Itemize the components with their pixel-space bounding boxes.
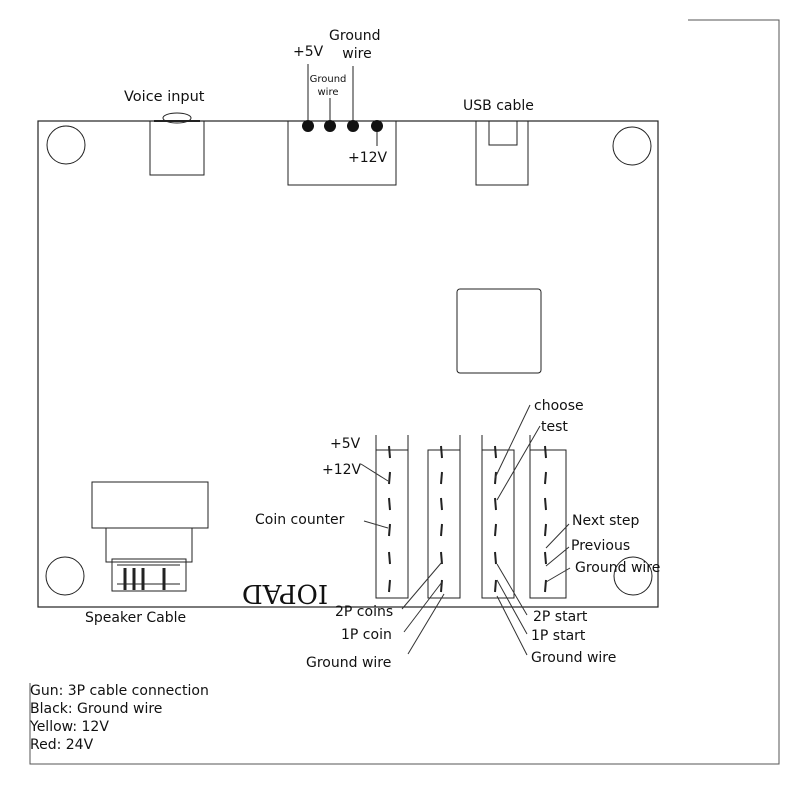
legend-line-yellow: Yellow: 12V (30, 719, 109, 735)
ground-wire-top-word-1: Ground (329, 28, 381, 44)
mounting-hole-top-right (612, 126, 652, 166)
outer-frame (29, 19, 780, 765)
test-label: test (541, 419, 568, 435)
ground-wire-left-label: Ground wire (306, 655, 391, 671)
usb-cable-label: USB cable (463, 98, 534, 114)
choose-label: choose (534, 398, 584, 414)
wiring-legend: Gun: 3P cable connection Black: Ground w… (30, 682, 209, 754)
p2-start-label: 2P start (533, 609, 588, 625)
ground-wire-small-label: Ground wire (310, 74, 347, 98)
legend-line-gun: Gun: 3P cable connection (30, 683, 209, 699)
power-connector (287, 64, 397, 186)
legend-line-red: Red: 24V (30, 737, 94, 753)
main-chip (456, 288, 542, 374)
coin-counter-label: Coin counter (255, 512, 345, 528)
leader-lines (360, 404, 571, 656)
p2-coins-label: 2P coins (335, 604, 393, 620)
ground-wire-top-label: Ground wire (329, 28, 385, 62)
plus5v-label: +5V (330, 436, 361, 452)
voice-input-jack (149, 112, 205, 176)
mounting-hole-bottom-left (45, 556, 85, 596)
p1-coin-label: 1P coin (341, 627, 392, 643)
usb-connector (475, 120, 529, 186)
terminal-block-3 (481, 435, 515, 599)
speaker-cable-label: Speaker Cable (85, 610, 186, 626)
legend-line-black: Black: Ground wire (30, 701, 163, 717)
plus12v-top-label: +12V (348, 150, 388, 166)
terminal-block-1 (375, 435, 409, 599)
voice-input-label: Voice input (124, 89, 205, 105)
ground-wire-bottom-label: Ground wire (531, 650, 616, 666)
plus12v-label: +12V (322, 462, 362, 478)
terminal-block-2 (427, 435, 461, 599)
pcb-board (37, 120, 659, 608)
board-logo: IOPAD (242, 578, 328, 608)
terminal-block-4 (529, 435, 567, 599)
p1-start-label: 1P start (531, 628, 586, 644)
mounting-hole-top-left (46, 125, 86, 165)
previous-label: Previous (571, 538, 630, 554)
mounting-hole-bottom-right (613, 556, 653, 596)
ground-wire-small-word: Ground (310, 74, 347, 85)
speaker-connector (91, 481, 209, 592)
plus5v-top-label: +5V (293, 44, 324, 60)
next-step-label: Next step (572, 513, 639, 529)
ground-wire-small-word: wire (317, 87, 338, 98)
ground-wire-right-label: Ground wire (575, 560, 660, 576)
ground-wire-top-word-2: wire (342, 46, 371, 62)
